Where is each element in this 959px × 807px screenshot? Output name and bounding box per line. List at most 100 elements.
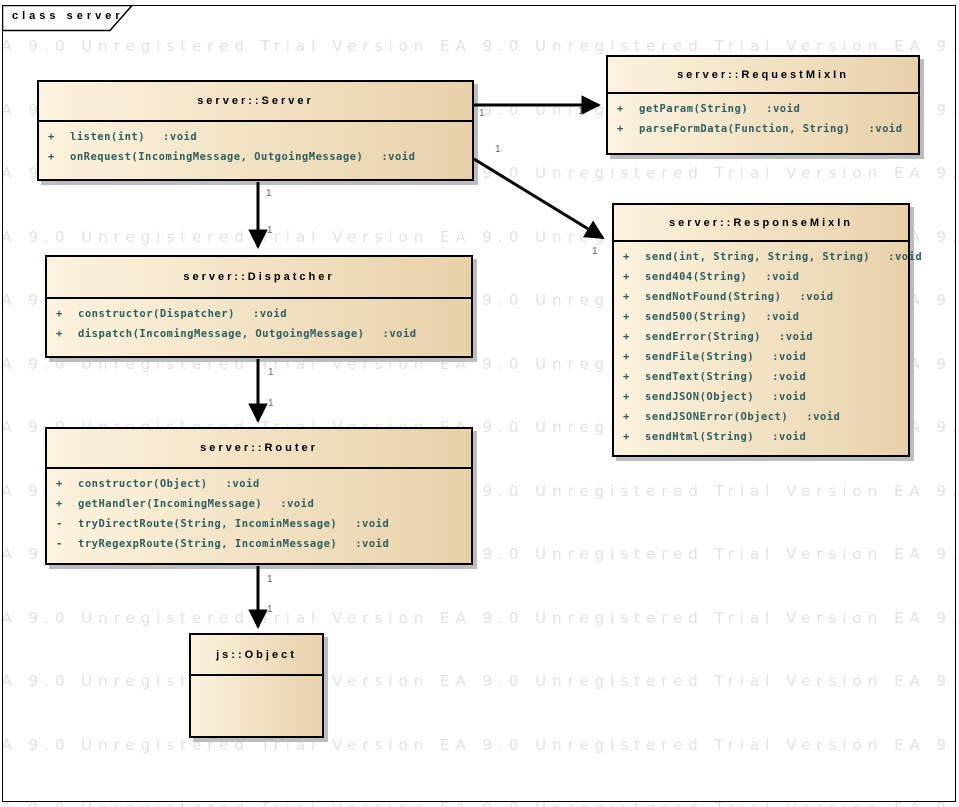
member-visibility: + <box>623 371 630 383</box>
member-return-type: :void <box>382 328 417 340</box>
member-return-type: :void <box>766 103 801 115</box>
member-visibility: + <box>623 411 630 423</box>
class-name-server: server::Server <box>39 82 472 122</box>
class-member: +send404(String):void <box>614 267 908 287</box>
member-signature: dispatch(IncomingMessage, OutgoingMessag… <box>78 328 365 340</box>
member-return-type: :void <box>772 431 807 443</box>
member-visibility: - <box>56 518 63 530</box>
member-signature: tryRegexpRoute(String, IncominMessage) <box>78 538 338 550</box>
member-signature: sendNotFound(String) <box>645 291 782 303</box>
diagram-frame <box>2 5 956 802</box>
multiplicity-label-target: 1 <box>578 106 584 117</box>
class-box-responsemixin[interactable]: server::ResponseMixIn +send(int, String,… <box>612 203 922 457</box>
member-visibility: + <box>48 131 55 143</box>
member-signature: sendHtml(String) <box>645 431 755 443</box>
member-signature: constructor(Object) <box>78 478 208 490</box>
multiplicity-label-target: 1 <box>267 604 273 615</box>
member-return-type: :void <box>163 131 198 143</box>
members-dispatcher: + constructor(Dispatcher) :void + dispatch(I… <box>47 299 471 344</box>
class-box-dispatcher[interactable]: server::Dispatcher + constructor(Dispatch… <box>45 255 473 358</box>
member-visibility: + <box>623 391 630 403</box>
member-visibility: + <box>623 431 630 443</box>
frame-tab-shape <box>2 5 134 32</box>
class-name-router: server::Router <box>47 429 471 469</box>
member-return-type: :void <box>765 311 800 323</box>
member-signature: tryDirectRoute(String, IncominMessage) <box>78 518 338 530</box>
member-return-type: :void <box>355 538 390 550</box>
member-signature: parseFormData(Function, String) <box>639 123 851 135</box>
class-member: +constructor(Dispatcher):void <box>47 304 471 324</box>
member-visibility: + <box>623 311 630 323</box>
frame-label: class server <box>12 10 124 22</box>
member-return-type: :void <box>799 291 834 303</box>
member-signature: send(int, String, String, String) <box>645 251 871 263</box>
member-return-type: :void <box>772 351 807 363</box>
class-name-jsobject: js::Object <box>191 635 322 676</box>
member-visibility: + <box>56 308 63 320</box>
class-member: + dispatch(IncomingMessage, OutgoingMessa… <box>47 324 471 344</box>
member-visibility: + <box>623 271 630 283</box>
class-member: + sendFile(String) :void <box>614 347 908 367</box>
class-member: - tryRegexpRoute(String, IncominMessage):… <box>47 534 471 554</box>
member-signature: send500(String) <box>645 311 748 323</box>
class-box-requestmixin[interactable]: server::RequestMixIn +getParam(String):v… <box>606 55 920 155</box>
class-member: + constructor(Object) :void <box>47 474 471 494</box>
class-box-router[interactable]: server::Router +constructor(Object):void… <box>45 427 473 565</box>
members-router: + constructor(Object) :void +getHandler(Inc… <box>47 469 471 554</box>
class-name-requestmixin: server::RequestMixIn <box>608 57 918 94</box>
member-return-type: :void <box>772 391 807 403</box>
class-member: + sendJSON(Object) :void <box>614 387 908 407</box>
member-signature: listen(int) <box>70 131 146 143</box>
member-visibility: + <box>617 123 624 135</box>
multiplicity-label-source: 1 <box>266 188 272 199</box>
class-member: +getHandler(IncomingMessage):void <box>47 494 471 514</box>
class-member: +sendError(String):void <box>614 327 908 347</box>
multiplicity-label-target: 1 <box>267 225 273 236</box>
class-box-server[interactable]: server::Server +listen(int):void+onReque… <box>37 80 474 181</box>
connector-server-responsemixin[interactable] <box>473 157 605 240</box>
member-signature: onRequest(IncomingMessage, OutgoingMessa… <box>70 151 364 163</box>
member-visibility: + <box>623 291 630 303</box>
member-return-type: :void <box>778 331 814 343</box>
member-return-type: :void <box>765 271 800 283</box>
class-member: + sendJSONError(Object) :void <box>614 407 908 427</box>
members-server: + listen(int) :void + onRequest(IncomingMess… <box>39 122 472 167</box>
multiplicity-label-source: 1 <box>268 367 274 378</box>
multiplicity-label-target: 1 <box>592 246 598 257</box>
member-return-type: :void <box>225 478 260 490</box>
class-name-dispatcher: server::Dispatcher <box>47 257 471 299</box>
members-jsobject <box>191 676 322 739</box>
class-member: + sendNotFound(String) :void <box>614 287 908 307</box>
member-signature: sendJSON(Object) <box>645 391 755 403</box>
member-return-type: :void <box>772 371 807 383</box>
member-visibility: + <box>617 103 624 115</box>
member-visibility: + <box>56 478 63 490</box>
class-member: + send500(String) :void <box>614 307 908 327</box>
member-visibility: + <box>623 351 630 363</box>
multiplicity-label-source: 1 <box>479 108 485 119</box>
class-member: + send(int, String, String, String) :void <box>614 247 922 267</box>
member-return-type: :void <box>888 251 923 263</box>
member-return-type: :void <box>355 518 390 530</box>
class-member: + onRequest(IncomingMessage, OutgoingMess… <box>39 147 472 167</box>
member-return-type: :void <box>806 411 841 423</box>
member-visibility: + <box>623 251 630 263</box>
multiplicity-label-source: 1 <box>267 574 273 585</box>
multiplicity-label-source: 1 <box>495 144 501 155</box>
class-member: +sendText(String):void <box>614 367 908 387</box>
class-member: +parseFormData(Function, String):void <box>608 119 918 139</box>
member-signature: sendJSONError(Object) <box>645 411 789 423</box>
class-box-jsobject[interactable]: js::Object <box>189 633 324 738</box>
members-requestmixin: +getParam(String):void+parseFormData(Fun… <box>608 94 918 139</box>
member-signature: constructor(Dispatcher) <box>78 308 235 320</box>
member-signature: sendError(String) <box>645 331 761 343</box>
member-signature: sendFile(String) <box>645 351 755 363</box>
member-visibility: + <box>56 328 63 340</box>
member-visibility: - <box>56 538 63 550</box>
frame-tab <box>2 5 134 32</box>
member-visibility: + <box>48 151 55 163</box>
members-responsemixin: +send(int, String, String, String):void+… <box>614 242 922 447</box>
member-signature: getHandler(IncomingMessage) <box>78 498 263 510</box>
